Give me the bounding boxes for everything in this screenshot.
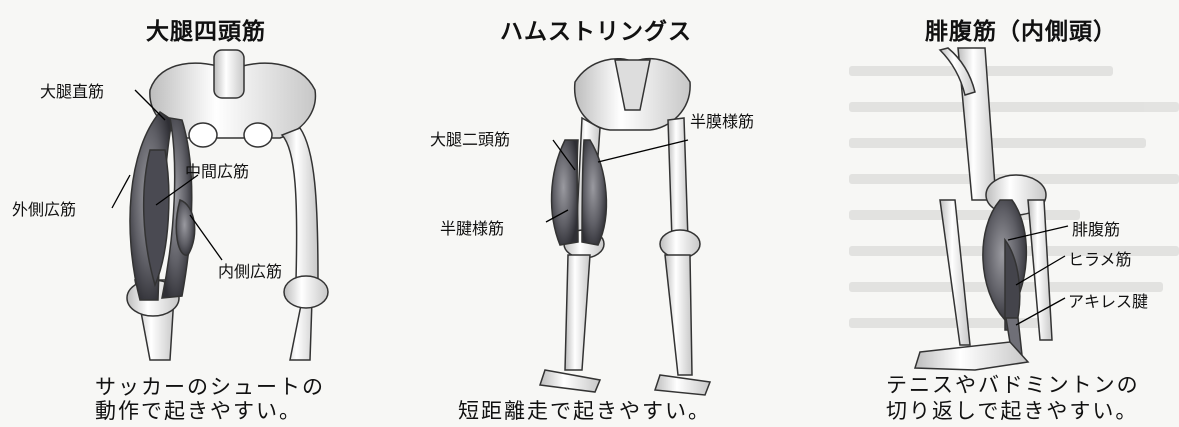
semimembranosus-label: 半膜様筋 [690,108,754,132]
vastus-intermedius-label: 中間広筋 [185,158,249,182]
semimembranosus [582,140,606,245]
spine-1 [214,50,244,98]
gastrocnemius-caption-line2: 切り返しで起きやすい。 [886,396,1138,427]
quadriceps-title: 大腿四頭筋 [146,12,266,46]
gastrocnemius-title: 腓腹筋（内側頭） [925,12,1117,46]
left-tibia-2 [565,255,590,370]
biceps-femoris-label: 大腿二頭筋 [430,126,510,150]
gastrocnemius-illustration [915,48,1068,370]
hamstrings-caption: 短距離走で起きやすい。 [458,396,711,427]
right-tibia-2 [665,255,692,375]
vastus-medialis-label: 内側広筋 [218,258,282,282]
achilles-tendon-label: アキレス腱 [1068,288,1148,312]
quadriceps-caption-line2: 動作で起きやすい。 [95,396,302,427]
vastus-lateralis-label: 外側広筋 [12,196,76,220]
foot-3 [915,342,1028,370]
right-femur-2 [668,118,688,240]
hamstrings-title: ハムストリングス [500,12,692,46]
tibia-3 [1028,200,1052,340]
rectus-femoris-label: 大腿直筋 [40,78,104,102]
right-femur-1 [282,128,318,360]
hamstrings-illustration [540,59,710,395]
quadriceps-illustration [112,50,328,360]
gastrocnemius-label: 腓腹筋 [1072,216,1120,240]
soleus-label: ヒラメ筋 [1068,246,1132,270]
semitendinosus-label: 半腱様筋 [440,215,504,239]
